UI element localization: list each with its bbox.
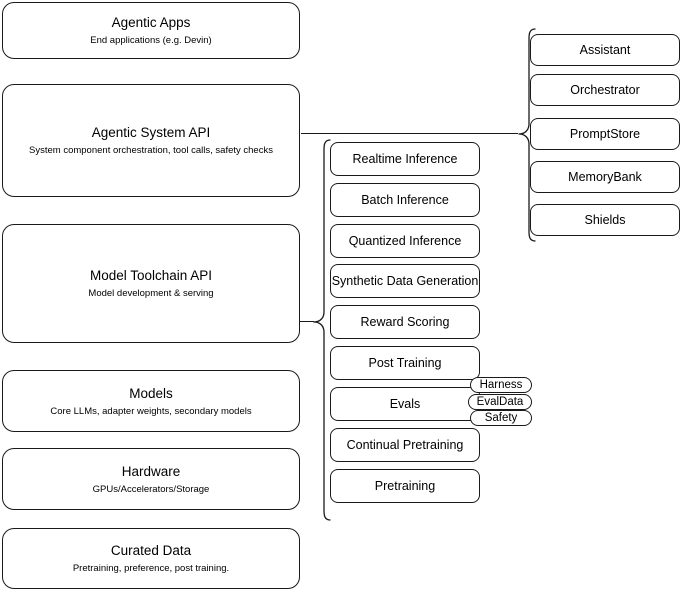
evals-tag-evaldata[interactable]: EvalData: [468, 394, 532, 410]
toolchain-component-continual-pretraining[interactable]: Continual Pretraining: [330, 428, 480, 462]
toolchain-component-label: Evals: [389, 397, 421, 411]
stack-layer-agentic-system-api[interactable]: Agentic System API System component orch…: [2, 84, 300, 197]
stack-layer-model-toolchain-api[interactable]: Model Toolchain API Model development & …: [2, 224, 300, 343]
evals-tag-harness[interactable]: Harness: [470, 377, 532, 393]
stack-layer-title: Agentic System API: [91, 125, 211, 140]
stack-layer-title: Curated Data: [110, 543, 192, 558]
stack-layer-subtitle: System component orchestration, tool cal…: [29, 145, 273, 156]
toolchain-component-label: Pretraining: [374, 479, 436, 493]
stack-layer-title: Agentic Apps: [111, 15, 191, 30]
system-component-assistant[interactable]: Assistant: [530, 34, 680, 66]
toolchain-component-realtime-inference[interactable]: Realtime Inference: [330, 142, 480, 176]
evals-tag-label: Safety: [484, 411, 518, 424]
toolchain-component-quantized-inference[interactable]: Quantized Inference: [330, 224, 480, 258]
toolchain-component-label: Quantized Inference: [348, 234, 462, 248]
system-component-label: Orchestrator: [570, 83, 640, 97]
toolchain-component-label: Synthetic Data Generation: [331, 274, 479, 288]
stack-layer-agentic-apps[interactable]: Agentic Apps End applications (e.g. Devi…: [2, 2, 300, 59]
evals-tag-label: EvalData: [476, 395, 524, 408]
toolchain-component-reward-scoring[interactable]: Reward Scoring: [330, 305, 480, 339]
toolchain-component-label: Realtime Inference: [352, 152, 458, 166]
toolchain-component-label: Reward Scoring: [360, 315, 450, 329]
system-component-promptstore[interactable]: PromptStore: [530, 118, 680, 150]
connector-agentic-system-api-to-system-components: [301, 133, 518, 135]
toolchain-component-batch-inference[interactable]: Batch Inference: [330, 183, 480, 217]
connector-model-toolchain-api-to-toolchain-components: [300, 321, 314, 323]
stack-layer-hardware[interactable]: Hardware GPUs/Accelerators/Storage: [2, 448, 300, 510]
stack-layer-curated-data[interactable]: Curated Data Pretraining, preference, po…: [2, 528, 300, 589]
system-component-label: Shields: [584, 213, 626, 227]
toolchain-component-pretraining[interactable]: Pretraining: [330, 469, 480, 503]
system-component-orchestrator[interactable]: Orchestrator: [530, 74, 680, 106]
evals-tag-safety[interactable]: Safety: [470, 410, 532, 426]
system-component-label: Assistant: [579, 43, 631, 57]
stack-layer-title: Model Toolchain API: [89, 268, 213, 283]
evals-tag-label: Harness: [479, 378, 523, 391]
toolchain-component-evals[interactable]: Evals: [330, 387, 480, 421]
system-component-shields[interactable]: Shields: [530, 204, 680, 236]
stack-layer-title: Hardware: [121, 463, 181, 479]
stack-layer-subtitle: Pretraining, preference, post training.: [72, 563, 230, 574]
system-component-label: PromptStore: [569, 127, 641, 141]
toolchain-component-post-training[interactable]: Post Training: [330, 346, 480, 380]
stack-layer-subtitle: Core LLMs, adapter weights, secondary mo…: [50, 405, 252, 417]
stack-layer-subtitle: End applications (e.g. Devin): [90, 35, 212, 46]
brace-toolchain-components: [311, 138, 331, 522]
system-component-label: MemoryBank: [568, 170, 642, 184]
stack-layer-title: Models: [129, 385, 173, 401]
brace-system-components: [516, 27, 536, 243]
stack-layer-subtitle: GPUs/Accelerators/Storage: [92, 483, 210, 495]
system-component-memorybank[interactable]: MemoryBank: [530, 161, 680, 193]
toolchain-component-label: Batch Inference: [361, 193, 449, 207]
toolchain-component-label: Continual Pretraining: [346, 438, 464, 452]
toolchain-component-label: Post Training: [368, 356, 442, 370]
toolchain-component-synthetic-data-generation[interactable]: Synthetic Data Generation: [330, 264, 480, 298]
stack-layer-subtitle: Model development & serving: [88, 288, 214, 299]
stack-layer-models[interactable]: Models Core LLMs, adapter weights, secon…: [2, 370, 300, 432]
